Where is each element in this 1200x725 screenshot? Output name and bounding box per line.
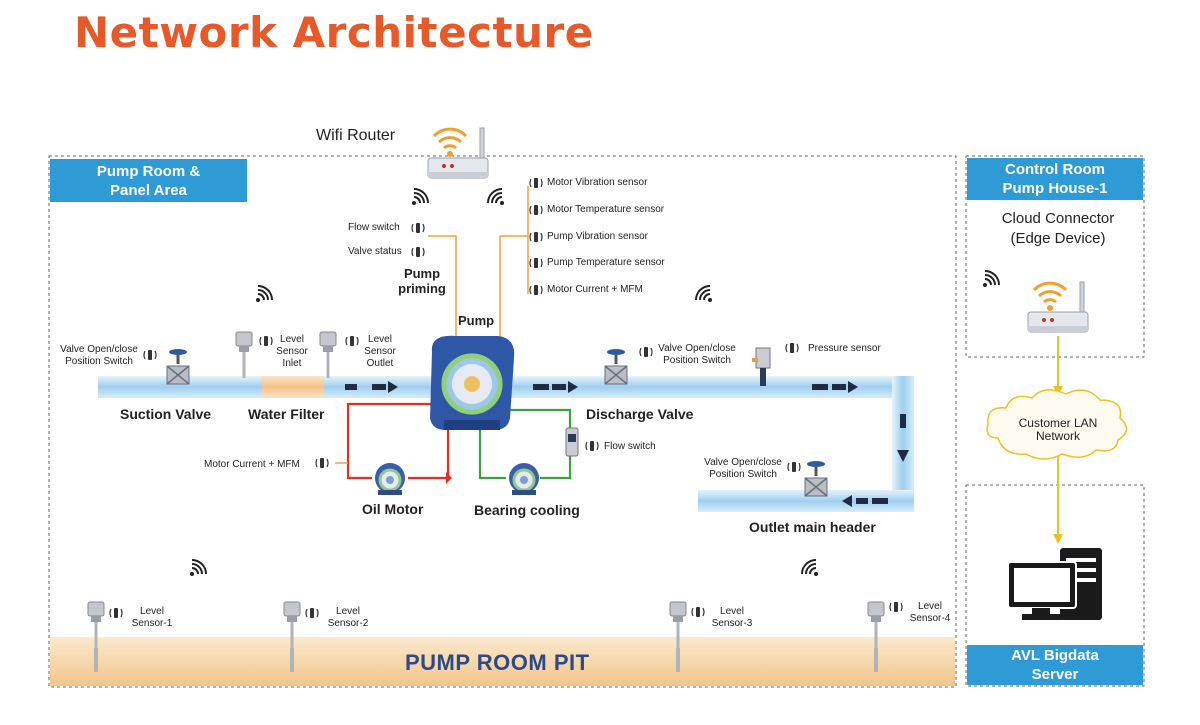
- outlet-valve-icon: [804, 460, 828, 497]
- filter-section: [262, 376, 324, 398]
- suction-valve-label: Suction Valve: [120, 406, 212, 422]
- wifi-router-icon: [426, 126, 490, 180]
- outlet-valve-switch-label: Valve Open/close Position Switch: [704, 457, 782, 480]
- wifi-icon: [189, 559, 207, 577]
- level-sensor-outlet-label: Level Sensor Outlet: [364, 334, 396, 369]
- main-pump-icon: [430, 335, 515, 430]
- cloud-icon: [986, 389, 1128, 460]
- customer-lan-label: Customer LAN Network: [1018, 416, 1098, 443]
- pit-sensor-label: Level Sensor-4: [909, 601, 951, 624]
- sensor-label: Pump Temperature sensor: [547, 257, 665, 268]
- pit-sensor-label: Level Sensor-3: [711, 606, 753, 629]
- discharge-valve-icon: [604, 348, 628, 385]
- edge-router-icon: [1026, 280, 1090, 334]
- pressure-sensor-icon: [752, 347, 771, 386]
- wifi-icon: [255, 285, 273, 303]
- pump-room-pit-label: PUMP ROOM PIT: [405, 650, 590, 675]
- outlet-pipe: [698, 490, 914, 512]
- wifi-icon: [487, 188, 505, 206]
- wifi-icon: [411, 188, 429, 206]
- pump-room-box: [48, 155, 957, 688]
- wifi-icon: [801, 559, 819, 577]
- water-filter-label: Water Filter: [248, 406, 325, 422]
- control-room-tab: Control Room Pump House-1: [967, 158, 1143, 200]
- pump-label: Pump: [458, 313, 495, 328]
- sensor-label: Motor Vibration sensor: [547, 177, 648, 188]
- valve-status-label: Valve status: [348, 246, 402, 257]
- pump-room-pit: [50, 637, 955, 686]
- discharge-valve-label: Discharge Valve: [586, 406, 694, 422]
- avl-server-tab: AVL Bigdata Server: [967, 645, 1143, 685]
- outlet-main-header-label: Outlet main header: [749, 519, 876, 535]
- page-title: Network Architecture: [74, 8, 594, 57]
- sensor-label: Motor Temperature sensor: [547, 204, 665, 215]
- flow-arrows: [345, 381, 909, 507]
- level-sensor-inlet-label: Level Sensor Inlet: [276, 334, 308, 369]
- wifi-icon: [982, 270, 1000, 288]
- sensor-lines: [428, 186, 529, 345]
- wifi-router-label: Wifi Router: [316, 127, 396, 144]
- pit-sensor-label: Level Sensor-1: [131, 606, 173, 629]
- level-sensor-outlet-icon: [319, 331, 337, 379]
- pump-room-tab: Pump Room & Panel Area: [50, 159, 247, 202]
- suction-valve-icon: [166, 348, 190, 385]
- level-sensor-inlet-icon: [235, 331, 253, 379]
- sensor-label: Pump Vibration sensor: [547, 231, 648, 242]
- server-box: [965, 484, 1145, 687]
- bearing-cooling-label: Bearing cooling: [474, 502, 580, 518]
- control-room-box: [965, 155, 1145, 358]
- pressure-sensor-label: Pressure sensor: [808, 343, 881, 354]
- discharge-valve-switch-label: Valve Open/close Position Switch: [658, 343, 736, 366]
- flow-switch-top-label: Flow switch: [348, 222, 400, 233]
- oil-motor-label: Oil Motor: [362, 501, 424, 517]
- cloud-connector-label: Cloud Connector (Edge Device): [1001, 210, 1115, 247]
- pump-priming-label: Pump priming: [398, 266, 446, 296]
- wifi-icon: [695, 285, 713, 303]
- bearing-cooling-icon: [507, 461, 541, 497]
- motor-current-label: Motor Current + MFM: [204, 459, 300, 470]
- sensor-label: Motor Current + MFM: [547, 284, 643, 295]
- pit-sensor-label: Level Sensor-2: [327, 606, 369, 629]
- server-icon: [1007, 548, 1102, 620]
- suction-valve-switch-label: Valve Open/close Position Switch: [60, 344, 138, 367]
- oil-motor-icon: [373, 461, 407, 497]
- vertical-pipe: [892, 376, 914, 512]
- flow-switch-mid-label: Flow switch: [604, 441, 656, 452]
- flow-switch-icon: [565, 427, 579, 457]
